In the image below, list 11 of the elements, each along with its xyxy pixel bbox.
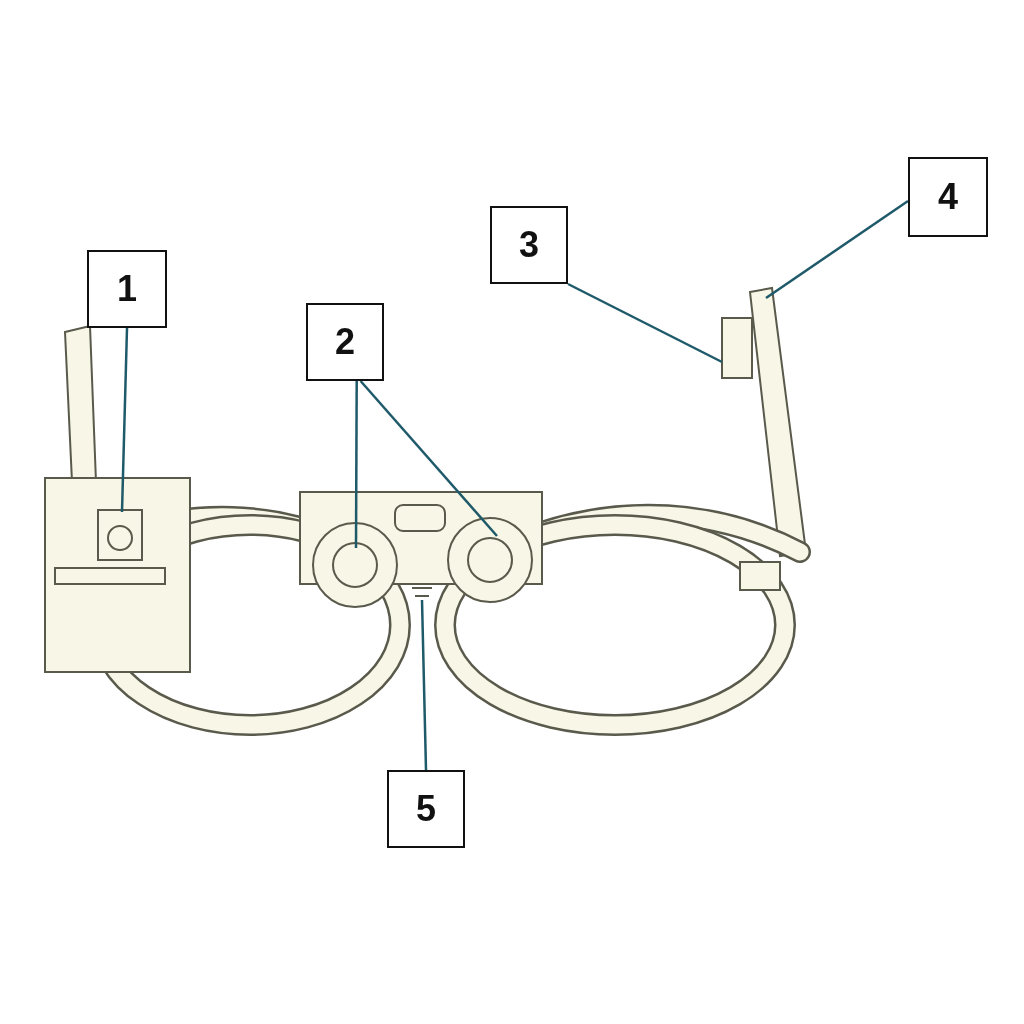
callout-number: 3 xyxy=(490,206,568,284)
callout-number: 5 xyxy=(387,770,465,848)
leader-line xyxy=(359,380,498,537)
leader-line xyxy=(420,599,428,771)
callout-number: 4 xyxy=(908,157,988,237)
callout-number: 1 xyxy=(87,250,167,328)
leader-line xyxy=(765,199,909,300)
leader-line xyxy=(354,381,358,548)
callout-number: 2 xyxy=(306,303,384,381)
leader-line xyxy=(567,282,723,364)
leader-line xyxy=(120,327,129,513)
